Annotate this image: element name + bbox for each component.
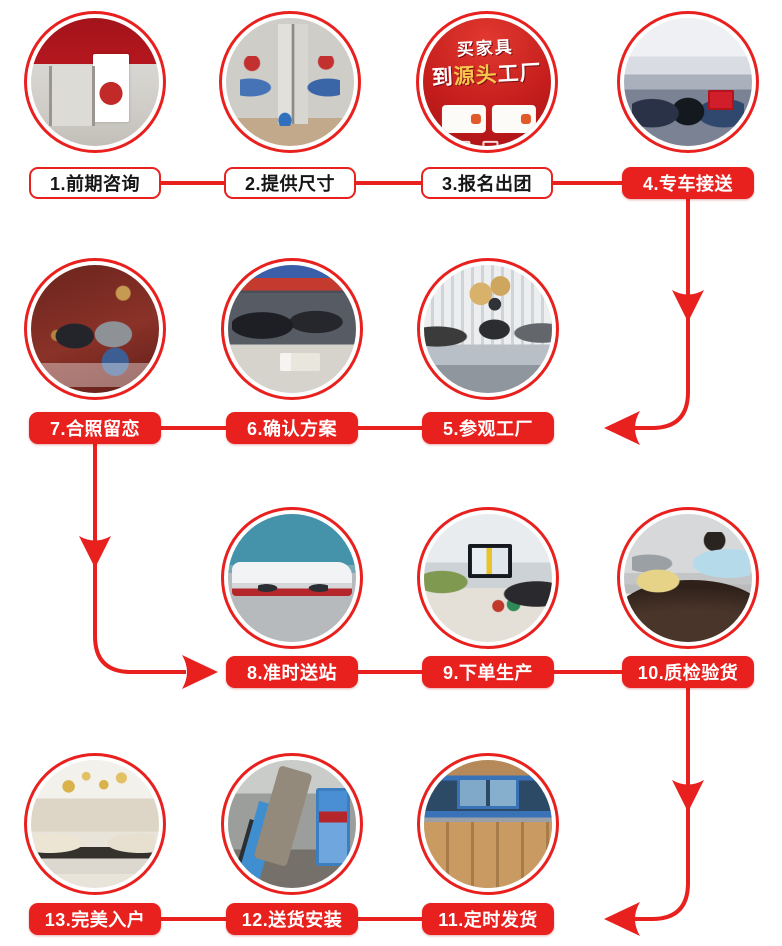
promo-card-left	[441, 104, 486, 133]
promo-line2-post: 工厂	[497, 61, 543, 87]
step-7-photo-ring	[24, 258, 166, 400]
step-9-photo-ring	[417, 507, 559, 649]
arrowhead-into-5	[604, 411, 640, 445]
step-5-photo-ring	[417, 258, 559, 400]
step-10-photo	[624, 514, 752, 642]
step-8-photo	[228, 514, 356, 642]
step-label-7: 7.合照留恋	[29, 412, 161, 444]
step-3-photo-ring: 买家具 到源头工厂	[416, 11, 558, 153]
step-label-2: 2.提供尺寸	[224, 167, 356, 199]
step-10-photo-ring	[617, 507, 759, 649]
arrow-down-10-11	[672, 780, 704, 812]
step-12-photo	[228, 760, 356, 888]
promo-icon-1	[454, 140, 471, 146]
arrowhead-into-8	[182, 655, 218, 689]
promo-graphic: 买家具 到源头工厂	[423, 18, 551, 146]
step-5-photo	[424, 265, 552, 393]
step-13-photo-ring	[24, 753, 166, 895]
step-label-8: 8.准时送站	[226, 656, 358, 688]
step-3-photo: 买家具 到源头工厂	[423, 18, 551, 146]
step-11-photo	[424, 760, 552, 888]
link-7-8	[93, 443, 186, 674]
step-12-photo-ring	[221, 753, 363, 895]
step-label-11: 11.定时发货	[422, 903, 554, 935]
promo-subtext-bar	[450, 93, 525, 97]
step-label-3: 3.报名出团	[421, 167, 553, 199]
step-11-photo-ring	[417, 753, 559, 895]
step-2-photo-ring	[219, 11, 361, 153]
promo-title-line1: 买家具	[456, 37, 515, 60]
step-13-photo	[31, 760, 159, 888]
arrow-down-7-8	[79, 536, 111, 568]
promo-icon-3	[510, 140, 527, 146]
step-6-photo	[228, 265, 356, 393]
promo-footer-icons	[454, 140, 527, 146]
step-label-9: 9.下单生产	[422, 656, 554, 688]
arrowhead-into-11	[604, 902, 640, 936]
promo-title-line2: 到源头工厂	[431, 56, 542, 92]
promo-cards	[441, 104, 536, 133]
step-7-photo	[31, 265, 159, 393]
arrow-down-4-5	[672, 290, 704, 322]
link-10-11	[634, 686, 690, 921]
promo-line2-highlight: 源头	[453, 63, 499, 89]
step-4-photo	[624, 18, 752, 146]
step-label-13: 13.完美入户	[29, 903, 161, 935]
step-6-photo-ring	[221, 258, 363, 400]
promo-icon-2	[482, 140, 499, 146]
promo-line2-pre: 到	[431, 65, 455, 90]
step-label-4: 4.专车接送	[622, 167, 754, 199]
promo-card-right	[491, 104, 536, 133]
step-1-photo-ring	[24, 11, 166, 153]
step-9-photo	[424, 514, 552, 642]
step-label-10: 10.质检验货	[622, 656, 754, 688]
link-4-5	[634, 197, 690, 430]
step-label-5: 5.参观工厂	[422, 412, 554, 444]
step-label-1: 1.前期咨询	[29, 167, 161, 199]
step-4-photo-ring	[617, 11, 759, 153]
step-8-photo-ring	[221, 507, 363, 649]
step-2-photo	[226, 18, 354, 146]
step-1-photo	[31, 18, 159, 146]
step-label-12: 12.送货安装	[226, 903, 358, 935]
step-label-6: 6.确认方案	[226, 412, 358, 444]
